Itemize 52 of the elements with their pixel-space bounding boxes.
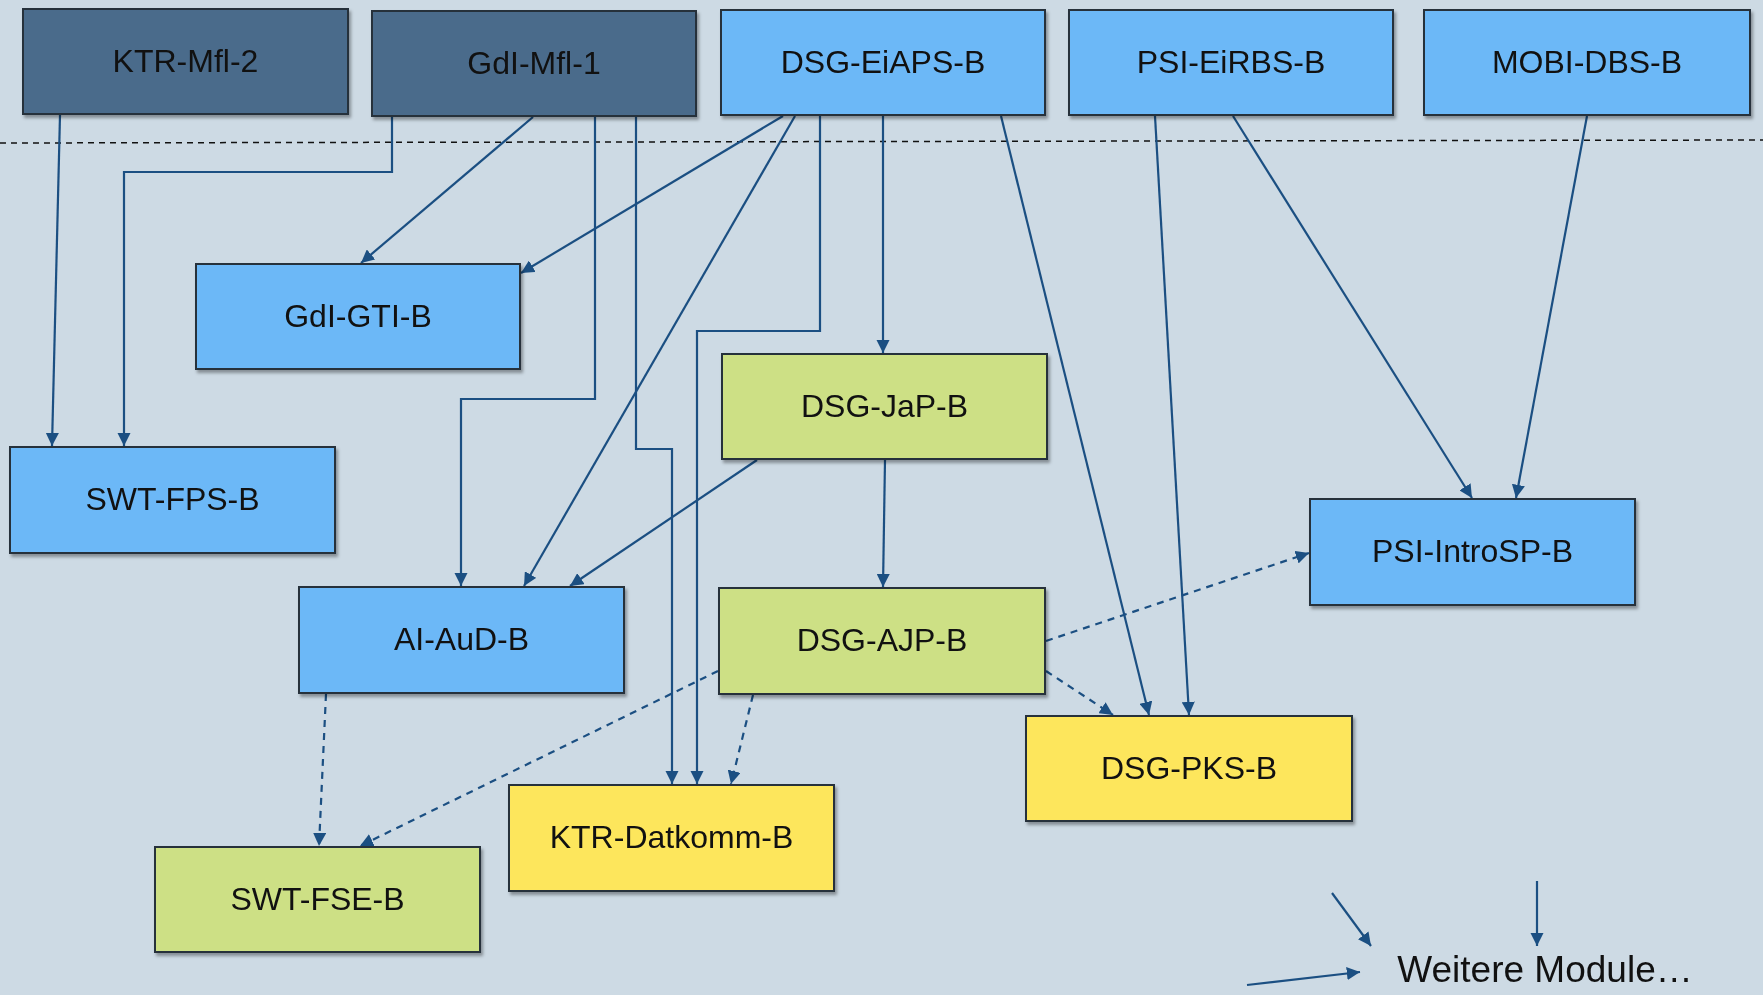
arrow xyxy=(1232,115,1473,499)
module-box xyxy=(371,10,697,117)
arrow xyxy=(876,116,890,353)
dashed-arrow xyxy=(1045,550,1310,643)
arrow xyxy=(520,115,784,274)
module-box xyxy=(154,846,481,953)
module-label: SWT-FSE-B xyxy=(230,881,405,918)
module-label: MOBI-DBS-B xyxy=(1491,44,1683,81)
module-label: DSG-EiAPS-B xyxy=(780,44,986,81)
arrow xyxy=(360,116,534,264)
module-box xyxy=(195,263,521,370)
dashed-arrow xyxy=(727,694,755,785)
module-label: DSG-AJP-B xyxy=(796,623,968,659)
module-box xyxy=(9,446,336,554)
module-label: DSG-JaP-B xyxy=(800,388,969,425)
arrow xyxy=(1153,115,1195,716)
module-box xyxy=(1309,498,1636,606)
module-box xyxy=(1025,715,1353,822)
module-label: DSG-PKS-B xyxy=(1101,750,1277,787)
module-label: GdI-Mfl-1 xyxy=(467,45,601,82)
note-text: Weitere Module… xyxy=(1397,949,1693,991)
module-box xyxy=(718,587,1046,695)
arrow xyxy=(876,460,890,587)
module-label: KTR-Datkomm-B xyxy=(549,820,794,856)
module-label: PSI-IntroSP-B xyxy=(1372,534,1573,570)
module-box xyxy=(22,8,349,115)
module-box xyxy=(1423,9,1751,116)
dashed-arrow xyxy=(1045,670,1114,716)
module-label: PSI-EiRBS-B xyxy=(1136,44,1326,81)
module-box xyxy=(508,784,835,892)
dashed-arrow xyxy=(313,693,328,847)
module-box xyxy=(720,9,1046,116)
arrow xyxy=(1530,881,1544,946)
arrow xyxy=(454,117,597,586)
module-box xyxy=(721,353,1048,460)
module-label: SWT-FPS-B xyxy=(85,482,260,518)
arrow xyxy=(690,116,822,784)
arrow xyxy=(523,115,796,587)
arrow xyxy=(1331,892,1372,947)
module-box xyxy=(298,586,625,694)
arrow xyxy=(117,117,394,446)
arrow xyxy=(1246,966,1361,987)
module-label: AI-AuD-B xyxy=(393,622,530,658)
arrow xyxy=(1511,115,1589,499)
module-label: KTR-Mfl-2 xyxy=(112,43,259,80)
arrow xyxy=(45,114,62,447)
module-box xyxy=(1068,9,1394,116)
module-label: GdI-GTI-B xyxy=(284,298,432,335)
arrow xyxy=(634,117,679,784)
arrow xyxy=(999,115,1153,716)
dashed-arrow xyxy=(359,670,719,847)
arrow xyxy=(569,459,758,587)
